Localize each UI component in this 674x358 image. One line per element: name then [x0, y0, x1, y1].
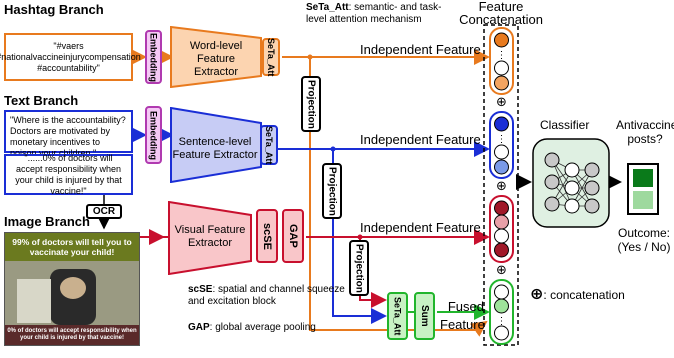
- svg-text:⋮: ⋮: [497, 316, 507, 327]
- meme-top-caption: 99% of doctors will tell you to vaccinat…: [5, 233, 139, 261]
- projection-hashtag: Projection: [301, 76, 321, 132]
- fused-seta-att: SeTa_Att: [387, 292, 408, 340]
- svg-text:⊕: ⊕: [496, 179, 507, 194]
- svg-text:⊕: ⊕: [496, 95, 507, 110]
- gap-note-term: GAP: [188, 322, 210, 333]
- seta-note: SeTa_Att: semantic- and task- level atte…: [306, 2, 456, 26]
- concat-symbol-icon: ⊕: [530, 284, 544, 303]
- outcome-label: Outcome: (Yes / No): [617, 226, 671, 254]
- text-seta-att: SeTa_Att: [260, 125, 278, 165]
- independent-feature-label-3: Independent Feature: [360, 220, 481, 235]
- concat-note-desc: : concatenation: [543, 288, 625, 302]
- hashtag-embedding: Embedding: [145, 30, 162, 84]
- gap-block: GAP: [282, 209, 304, 263]
- text-input-1: "Where is the accountability? Doctors ar…: [4, 110, 133, 158]
- concat-note: ⊕: concatenation: [530, 286, 670, 302]
- svg-text:⋮: ⋮: [497, 134, 507, 145]
- seta-note-desc: : semantic- and task- level attention me…: [306, 2, 442, 25]
- meme-background: [17, 279, 51, 323]
- antivaccine-question: Antivaccine posts?: [616, 118, 674, 146]
- sentence-level-extractor-label: Sentence-level Feature Extractor: [172, 136, 258, 161]
- sum-block: Sum: [414, 292, 435, 340]
- projection-text: Projection: [322, 163, 342, 219]
- word-level-extractor-label: Word-level Feature Extractor: [189, 40, 243, 78]
- scse-note-desc: : spatial and channel squeeze and excita…: [188, 284, 345, 307]
- scse-note-term: scSE: [188, 284, 213, 295]
- independent-feature-label-2: Independent Feature: [360, 132, 481, 147]
- hashtag-input-text: "#vaers #nationalvaccineinjurycompensati…: [0, 33, 141, 81]
- hashtag-seta-att: SeTa_Att: [262, 38, 280, 76]
- visual-extractor-label: Visual Feature Extractor: [174, 224, 246, 249]
- projection-image: Projection: [349, 240, 369, 296]
- meme-child-face: [60, 277, 86, 299]
- scse-block: scSE: [256, 209, 278, 263]
- concat-header: Feature Concatenation: [459, 0, 543, 27]
- fused-feature-label: Fused Feature: [440, 299, 485, 332]
- meme-bottom-caption: 0% of doctors will accept responsibility…: [5, 325, 139, 345]
- scse-note: scSE: spatial and channel squeeze and ex…: [188, 284, 358, 308]
- ocr-box: OCR: [86, 204, 122, 219]
- output-bar: [627, 163, 659, 215]
- svg-text:⊕: ⊕: [496, 263, 507, 278]
- classifier-network: [532, 138, 610, 228]
- gap-note-desc: : global average pooling: [209, 322, 316, 333]
- independent-feature-label-1: Independent Feature: [360, 42, 481, 57]
- gap-note: GAP: global average pooling: [188, 322, 348, 334]
- word-level-extractor-shape: [170, 26, 262, 88]
- meme-image: 99% of doctors will tell you to vaccinat…: [4, 232, 140, 346]
- classifier-label: Classifier: [540, 118, 590, 132]
- svg-text:⋮: ⋮: [497, 50, 507, 61]
- visual-extractor-shape: [168, 201, 252, 275]
- sentence-level-extractor-shape: [170, 107, 262, 183]
- image-branch-title: Image Branch: [4, 214, 90, 229]
- seta-note-term: SeTa_Att: [306, 2, 349, 13]
- text-embedding: Embedding: [145, 106, 162, 164]
- hashtag-branch-title: Hashtag Branch: [4, 2, 104, 17]
- feature-vectors: ⋮ ⊕ ⋮ ⊕ ⊕ ⋮: [489, 27, 514, 345]
- text-branch-title: Text Branch: [4, 93, 79, 108]
- text-input-2: "......0% of doctors will accept respons…: [4, 153, 133, 196]
